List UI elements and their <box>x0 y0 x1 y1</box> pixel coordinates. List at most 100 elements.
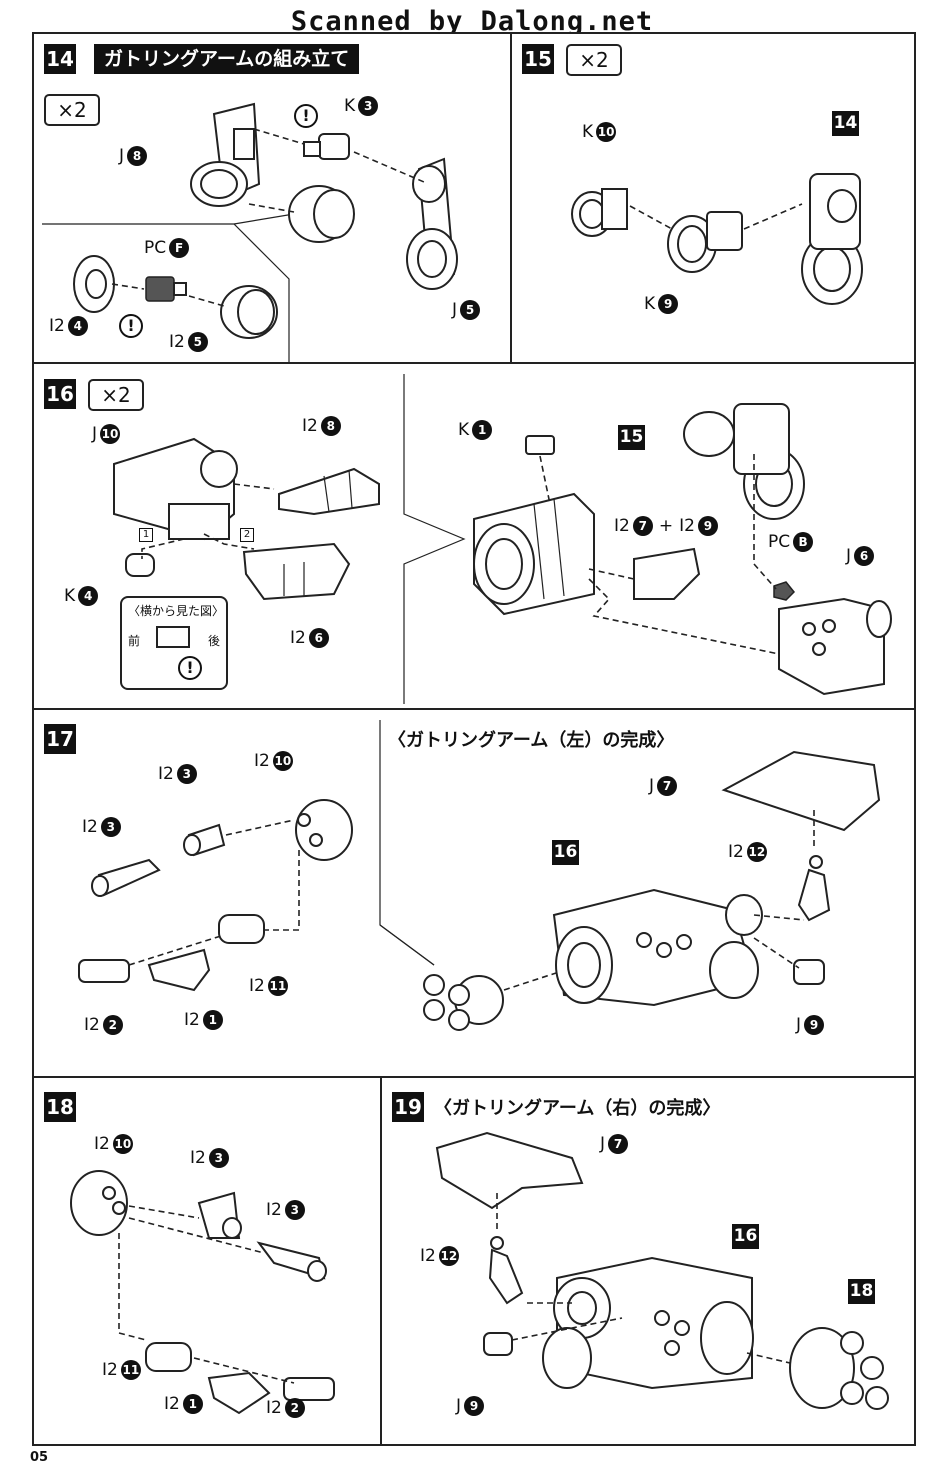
part-i2-8 <box>278 467 380 516</box>
step-14-title: ガトリングアームの組み立て <box>94 44 360 74</box>
part-k10 <box>571 188 628 237</box>
part-i2-12 <box>488 1236 524 1305</box>
part-k1 <box>525 435 555 455</box>
ref-step-18: 18 <box>848 1279 875 1304</box>
part-i2-6 <box>242 542 351 601</box>
part-i2-10 <box>295 799 353 861</box>
mark-2: 2 <box>240 528 254 542</box>
part-i2-2 <box>283 1377 335 1401</box>
part-i2-5 <box>220 285 278 339</box>
part-i2-1 <box>207 1371 271 1415</box>
part-gatling-right-complete <box>542 1256 754 1390</box>
ref-step-14: 14 <box>832 111 859 136</box>
part-j7 <box>721 750 881 832</box>
part-k4 <box>125 553 155 577</box>
step-17-number: 17 <box>44 724 76 754</box>
part-gatling-body <box>473 492 595 616</box>
part-j10 <box>113 437 238 541</box>
side-view-back: 後 <box>208 634 221 648</box>
part-i2-4 <box>73 255 115 313</box>
part-pc-f <box>145 276 187 302</box>
part-i2-11 <box>145 1342 192 1372</box>
part-assembly-14 <box>801 173 863 305</box>
part-k3 <box>303 133 350 160</box>
side-view-box: 〈横から見た図〉 前 後 ! <box>120 596 228 690</box>
part-k9 <box>667 211 743 273</box>
step-14-number: 14 <box>44 44 76 74</box>
step-17-illustration <box>78 720 881 1031</box>
side-view-title: 〈横から見た図〉 <box>128 604 225 618</box>
part-assembly-15 <box>683 403 805 520</box>
part-j7 <box>435 1131 584 1210</box>
step-18-number: 18 <box>44 1092 76 1122</box>
warning-icon: ! <box>294 104 318 128</box>
step-19-illustration <box>435 1131 889 1410</box>
part-i2-11 <box>218 914 265 944</box>
part-i2-1 <box>147 948 211 992</box>
part-j5 <box>406 157 458 290</box>
step-15-number: 15 <box>522 44 554 74</box>
warning-icon: ! <box>119 314 143 338</box>
part-pc-b <box>773 581 796 601</box>
part-i2-2 <box>78 959 130 983</box>
step-19-number: 19 <box>392 1092 424 1122</box>
step-18-illustration <box>70 1170 335 1415</box>
part-i2-7-9 <box>633 547 701 600</box>
step-16-number: 16 <box>44 379 76 409</box>
step-16-illustration <box>113 374 892 704</box>
step-15-multiplier: ×2 <box>566 44 622 76</box>
part-j8 <box>190 102 261 207</box>
ref-step-15: 15 <box>618 425 645 450</box>
side-view-part <box>156 626 190 648</box>
part-j9 <box>793 959 825 985</box>
part-j9 <box>483 1332 513 1356</box>
step-15-illustration <box>571 173 863 305</box>
part-i2-3a <box>183 823 226 857</box>
ref-step-16: 16 <box>552 840 579 865</box>
part-i2-3b <box>91 858 161 897</box>
warning-icon: ! <box>178 656 202 680</box>
part-i2-3b <box>256 1241 327 1282</box>
ref-step-16: 16 <box>732 1224 759 1249</box>
part-gatling-barrels <box>423 974 504 1031</box>
part-gatling-left-complete <box>552 888 763 1007</box>
part-i2-10 <box>70 1170 128 1236</box>
step-14-multiplier: ×2 <box>44 94 100 126</box>
scanner-watermark: Scanned by Dalong.net <box>290 6 654 37</box>
step-14-illustration <box>42 102 458 362</box>
caption-right-complete: 〈ガトリングアーム（右）の完成〉 <box>434 1098 721 1119</box>
part-assembly-18 <box>789 1327 889 1410</box>
